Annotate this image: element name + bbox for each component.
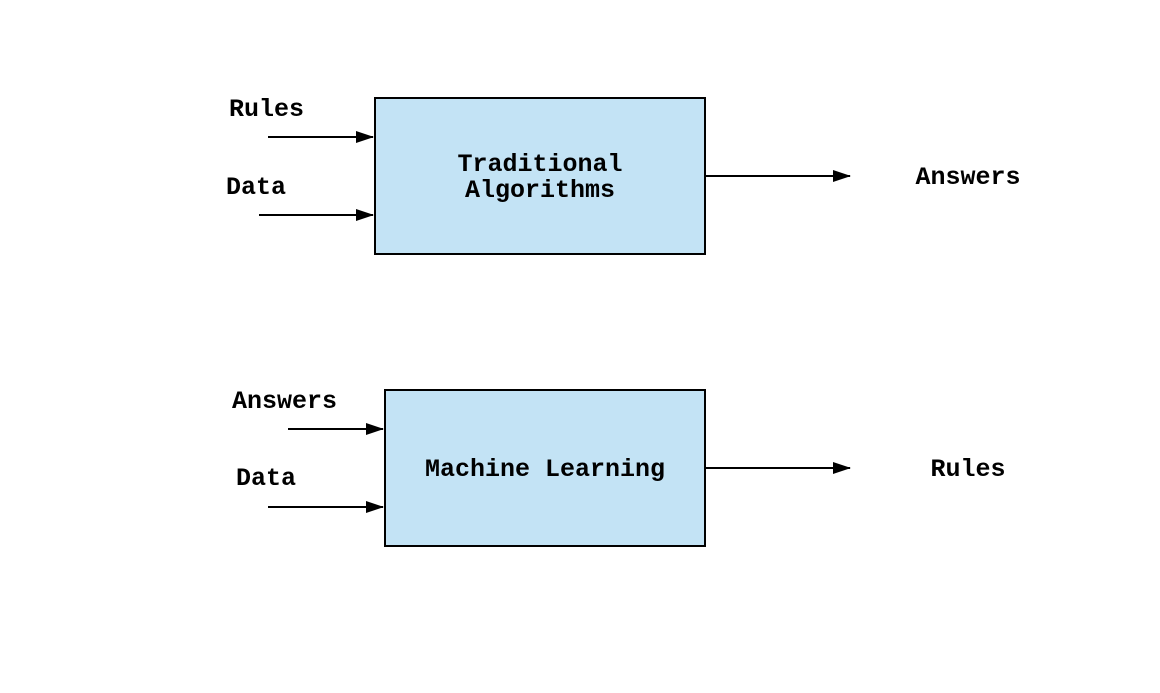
input-label-data: Data xyxy=(236,464,296,493)
machine-learning-diagram: Answers Data Machine Learning Rules xyxy=(232,387,1006,547)
traditional-algorithms-diagram: Rules Data Traditional Algorithms Answer… xyxy=(226,95,1021,255)
process-label-line-2: Algorithms xyxy=(465,176,615,205)
input-label-answers: Answers xyxy=(232,387,337,416)
input-label-data: Data xyxy=(226,173,286,202)
input-label-rules: Rules xyxy=(229,95,304,124)
process-box-machine-learning xyxy=(384,389,706,547)
output-label-answers: Answers xyxy=(915,163,1020,192)
process-box-traditional-algorithms xyxy=(374,97,706,255)
process-label-line-1: Traditional xyxy=(457,150,622,179)
process-label: Machine Learning xyxy=(425,455,665,484)
output-label-rules: Rules xyxy=(930,455,1005,484)
